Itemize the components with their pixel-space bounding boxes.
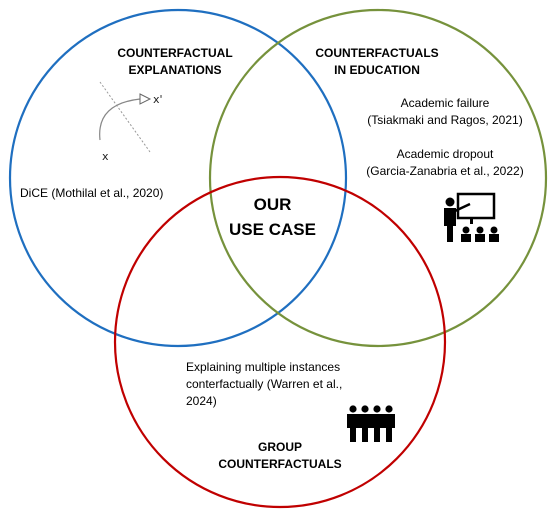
heading-group-counterfactuals: GROUP COUNTERFACTUALS [218,440,342,471]
circle-counterfactuals-in-education [208,8,548,348]
reference-dice: DiCE (Mothilal et al., 2020) [20,186,164,200]
sketch-label-x: x [102,150,109,163]
reference-academic-dropout: Academic dropout (Garcia-Zanabria et al.… [366,147,524,178]
circle-counterfactual-explanations [8,8,348,348]
center-label-our-use-case: OUR USE CASE [229,195,316,239]
group-people-icon [347,405,395,442]
reference-academic-failure: Academic failure (Tsiakmaki and Ragos, 2… [367,96,523,127]
circle-group-counterfactuals [113,175,447,509]
heading-counterfactual-explanations: COUNTERFACTUAL EXPLANATIONS [117,46,233,77]
teacher-classroom-icon [444,192,499,242]
heading-counterfactuals-in-education: COUNTERFACTUALS IN EDUCATION [315,46,439,77]
sketch-label-x-prime: x' [153,93,163,106]
reference-warren: Explaining multiple instances conterfact… [186,360,343,408]
counterfactual-sketch [99,81,152,153]
